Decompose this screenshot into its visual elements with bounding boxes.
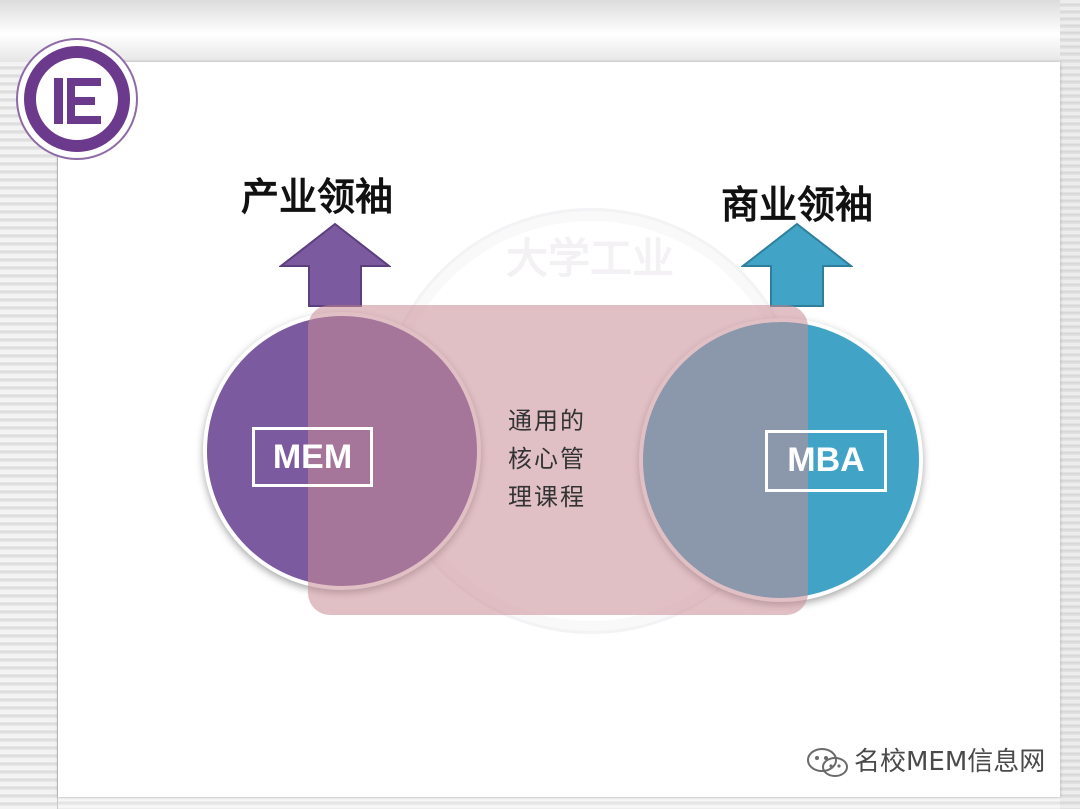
right-up-arrow (741, 222, 853, 307)
mba-label: MBA (765, 430, 887, 492)
footer-text: 名校MEM信息网 (854, 747, 1046, 777)
slide-right-strip (1060, 0, 1080, 809)
core-courses-text: 通用的 核心管 理课程 (508, 402, 608, 516)
right-heading: 商业领袖 (721, 183, 874, 227)
watermark-text: 大学工业 (505, 234, 674, 283)
core-text-line-3: 理课程 (508, 483, 586, 511)
university-logo (16, 38, 138, 160)
slide-left-strip (0, 62, 58, 809)
left-up-arrow (279, 222, 391, 307)
wechat-icon (807, 748, 848, 777)
left-heading: 产业领袖 (241, 175, 394, 219)
mem-label: MEM (252, 427, 373, 487)
logo-ie-mark-icon (54, 78, 101, 124)
core-text-line-1: 通用的 (508, 407, 586, 435)
slide-top-bar (0, 0, 1080, 62)
core-courses-overlap (308, 305, 808, 615)
core-text-line-2: 核心管 (508, 445, 586, 473)
